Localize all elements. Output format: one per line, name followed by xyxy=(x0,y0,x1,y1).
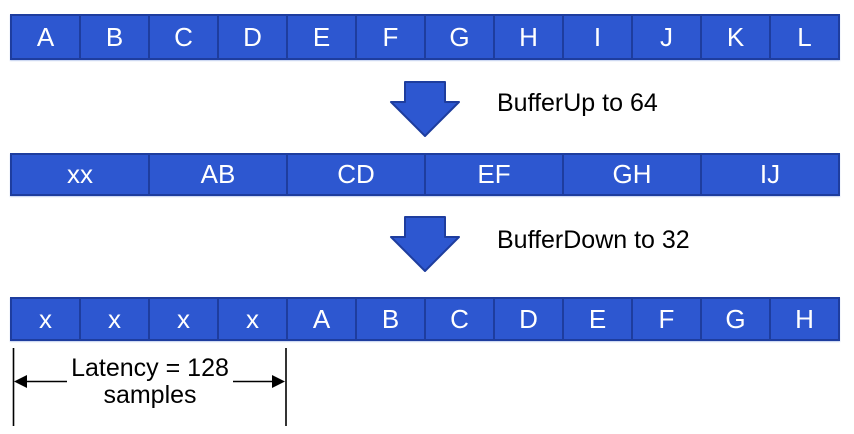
buffer-cell: E xyxy=(288,16,357,58)
buffer-cell: I xyxy=(564,16,633,58)
down-arrow-icon xyxy=(389,81,461,138)
bufferup-result-row: xx AB CD EF GH IJ xyxy=(10,153,840,196)
latency-span-arrow xyxy=(12,348,287,426)
down-arrow-svg xyxy=(390,81,460,137)
buffer-cell: x xyxy=(219,299,288,339)
latency-line1: Latency = 128 xyxy=(71,354,229,382)
bufferdown-label: BufferDown to 32 xyxy=(497,226,690,254)
right-arrowhead-icon xyxy=(272,375,285,388)
buffer-cell: C xyxy=(426,299,495,339)
buffer-cell: F xyxy=(633,299,702,339)
buffer-cell: B xyxy=(81,16,150,58)
buffer-cell: EF xyxy=(426,155,564,194)
buffer-cell: G xyxy=(426,16,495,58)
input-buffer-row: A B C D E F G H I J K L xyxy=(10,14,840,60)
down-arrow-svg xyxy=(390,216,460,272)
buffer-cell: C xyxy=(150,16,219,58)
buffer-cell: CD xyxy=(288,155,426,194)
bufferup-label: BufferUp to 64 xyxy=(497,89,658,117)
buffer-cell: J xyxy=(633,16,702,58)
buffer-cell: IJ xyxy=(759,159,781,189)
latency-annotation: Latency = 128 samples xyxy=(30,355,270,409)
buffer-cell: x xyxy=(81,299,150,339)
buffer-cell: x xyxy=(12,299,81,339)
buffer-cell: D xyxy=(219,16,288,58)
buffer-cell: xx xyxy=(12,155,150,194)
buffer-cell: H xyxy=(795,303,814,334)
buffer-cell: x xyxy=(150,299,219,339)
buffer-cell: GH xyxy=(564,155,702,194)
latency-line2: samples xyxy=(103,381,197,409)
buffer-cell: AB xyxy=(150,155,288,194)
down-arrow-shape xyxy=(390,216,460,272)
buffer-cell: A xyxy=(288,299,357,339)
buffer-cell: B xyxy=(357,299,426,339)
down-arrow-shape xyxy=(390,81,460,137)
buffer-cell: K xyxy=(702,16,771,58)
down-arrow-icon xyxy=(389,216,461,273)
buffer-cell: A xyxy=(12,16,81,58)
buffer-cell: D xyxy=(495,299,564,339)
buffer-cell: G xyxy=(702,299,771,339)
left-arrowhead-icon xyxy=(14,375,27,388)
buffer-cell: H xyxy=(495,16,564,58)
buffer-cell: L xyxy=(797,21,812,52)
bufferdown-result-row: x x x x A B C D E F G H xyxy=(10,297,840,341)
buffer-cell: E xyxy=(564,299,633,339)
buffer-cell: F xyxy=(357,16,426,58)
